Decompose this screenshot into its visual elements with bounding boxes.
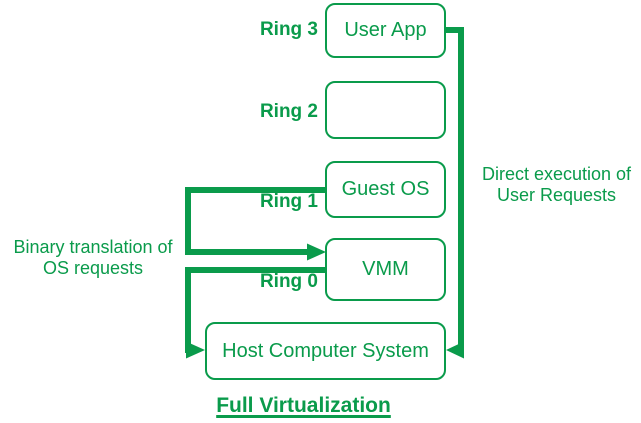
binary-translation-line1: Binary translation of xyxy=(13,237,173,257)
connector-guest-os-to-vmm xyxy=(185,187,326,255)
connector-user-app-to-host xyxy=(445,27,464,350)
diagram-title: Full Virtualization xyxy=(216,394,391,417)
connector-vmm-to-host xyxy=(185,267,326,353)
arrowhead-into-vmm-icon xyxy=(307,243,326,261)
user-app-box-label: User App xyxy=(344,19,427,41)
host-computer-system-box: Host Computer System xyxy=(205,322,446,380)
user-app-box: User App xyxy=(325,3,446,58)
direct-execution-line2: User Requests xyxy=(496,185,617,205)
arrowhead-into-host-right-icon xyxy=(446,341,464,359)
direct-execution-annotation: Direct execution of User Requests xyxy=(472,164,641,206)
arrowhead-into-host-left-icon xyxy=(186,341,205,359)
vmm-box-label: VMM xyxy=(362,258,409,280)
ring-0-label: Ring 0 xyxy=(259,271,318,292)
ring-2-empty-box xyxy=(325,81,446,139)
binary-translation-line2: OS requests xyxy=(42,258,144,278)
direct-execution-line1: Direct execution of xyxy=(481,164,632,184)
guest-os-box-label: Guest OS xyxy=(341,178,430,200)
ring-2-label: Ring 2 xyxy=(259,101,318,122)
vmm-box: VMM xyxy=(325,238,446,301)
ring-1-label: Ring 1 xyxy=(259,191,318,212)
host-computer-system-box-label: Host Computer System xyxy=(222,339,429,362)
ring-3-label: Ring 3 xyxy=(259,19,318,40)
guest-os-box: Guest OS xyxy=(325,161,446,218)
binary-translation-annotation: Binary translation of OS requests xyxy=(4,237,182,279)
